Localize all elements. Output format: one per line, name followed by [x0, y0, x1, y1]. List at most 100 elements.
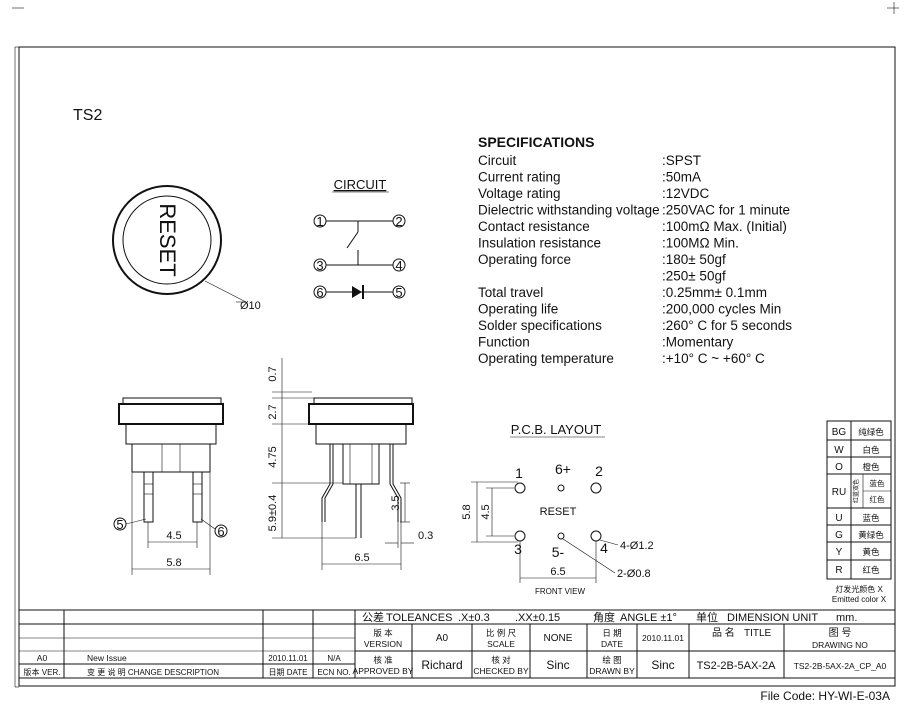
spec-heading: SPECIFICATIONS — [478, 134, 594, 150]
side-dim-v2: 2.7 — [267, 404, 279, 419]
spec-label: Solder specifications — [478, 318, 602, 333]
tol-2: .XX±0.15 — [515, 612, 560, 624]
front-view: 5 6 4.5 5.8 — [113, 397, 228, 575]
pcb-hole-large: 4-Ø1.2 — [620, 540, 654, 552]
spec-value: :100MΩ Min. — [662, 236, 739, 251]
spec-value: :250VAC for 1 minute — [662, 203, 790, 218]
color-code-y: Y — [836, 547, 843, 558]
color-name-y: 黄色 — [862, 547, 880, 557]
spec-label: Operating life — [478, 302, 558, 317]
pcb-center-text: RESET — [540, 506, 577, 518]
pcb-pin-6: 6+ — [555, 461, 571, 477]
version-cn: 版 本 — [373, 628, 393, 638]
front-pin-5: 5 — [116, 517, 123, 532]
color-name-o: 橙色 — [862, 462, 880, 472]
circuit-pin-1: 1 — [316, 214, 323, 229]
circuit-pin-4: 4 — [395, 258, 402, 273]
name-cn: 品 名 — [712, 626, 735, 639]
checked-cn: 核 对 — [491, 655, 511, 665]
pcb-dim-v-outer: 5.8 — [461, 504, 473, 519]
color-code-g: G — [835, 530, 843, 541]
angle-cn: 角度 — [593, 610, 615, 624]
pcb-view-label: FRONT VIEW — [535, 587, 586, 596]
date-value: 2010.11.01 — [642, 633, 684, 643]
angle-en: ANGLE ±1° — [620, 612, 677, 624]
spec-label: Voltage rating — [478, 186, 561, 201]
sheet-border — [18, 46, 896, 687]
date-en: DATE — [601, 639, 623, 649]
spec-value: :12VDC — [662, 186, 710, 201]
color-code-u: U — [835, 513, 842, 524]
color-name-g: 黄绿色 — [858, 530, 884, 540]
drawn-en: DRAWN BY — [589, 666, 635, 676]
pcb-dim-h: 6.5 — [550, 566, 565, 578]
spec-label: Function — [478, 335, 530, 350]
drawing-value: TS2-2B-5AX-2A_CP_A0 — [794, 661, 887, 671]
approved-en: APPROVED BY — [353, 666, 414, 676]
spec-value: :SPST — [662, 153, 701, 168]
front-dim-outer: 5.8 — [166, 557, 181, 569]
circuit-heading: CIRCUIT — [334, 177, 387, 192]
spec-label: Operating temperature — [478, 351, 614, 366]
rev-ecn-label: ECN NO. — [317, 668, 350, 677]
side-view: 0.7 2.7 4.75 5.9±0.4 3.5 0.3 6.5 — [267, 358, 433, 570]
tol-cn: 公差 — [362, 610, 384, 624]
circuit-pin-3: 3 — [316, 258, 323, 273]
color-side-ru: 红蓝双色 — [852, 479, 860, 503]
drawing-title: TS2 — [73, 107, 102, 124]
color-code-w: W — [834, 445, 844, 456]
spec-label: Circuit — [478, 153, 517, 168]
pcb-heading: P.C.B. LAYOUT — [511, 422, 602, 437]
pcb-pin-3: 3 — [514, 541, 522, 557]
color-name-bg: 纯绿色 — [858, 427, 884, 437]
color-name-ru-2: 红色 — [870, 494, 885, 504]
color-footer-en: Emitted color X — [832, 595, 887, 604]
pcb-dim-v-inner: 4.5 — [480, 504, 492, 519]
drawn-value: Sinc — [651, 658, 674, 672]
title-value: TS2-2B-5AX-2A — [697, 660, 777, 672]
drawing-en: DRAWING NO — [812, 640, 868, 650]
circuit-pin-5: 5 — [395, 285, 402, 300]
version-en: VERSION — [364, 639, 402, 649]
spec-value: :180± 50gf — [662, 252, 726, 267]
spec-label: Contact resistance — [478, 219, 590, 234]
face-diameter-label: Ø10 — [240, 300, 261, 312]
color-code-bg: BG — [832, 427, 847, 438]
color-name-ru-1: 蓝色 — [870, 478, 885, 488]
color-name-r: 红色 — [862, 565, 880, 575]
circuit-pin-6: 6 — [316, 285, 323, 300]
side-dim-h2: 0.3 — [418, 530, 433, 542]
pcb-layout: P.C.B. LAYOUT 1 6+ 2 3 5- 4 RESET 5.8 4.… — [461, 422, 654, 596]
approved-cn: 核 准 — [373, 655, 393, 665]
spec-label: Total travel — [478, 285, 543, 300]
pcb-hole-small: 2-Ø0.8 — [617, 568, 651, 580]
scale-en: SCALE — [487, 639, 515, 649]
spec-value: :250± 50gf — [662, 269, 726, 284]
date-cn: 日 期 — [602, 628, 621, 638]
color-code-ru: RU — [832, 487, 846, 498]
rev-desc: New Issue — [87, 653, 127, 663]
front-pin-6: 6 — [217, 524, 224, 539]
tol-en: TOLEANCES — [386, 612, 452, 624]
side-dim-v3: 4.75 — [267, 446, 279, 467]
drawing-cn: 图 号 — [829, 627, 852, 639]
unit-cn: 单位 — [696, 610, 718, 624]
checked-en: CHECKED BY — [473, 666, 529, 676]
scale-cn: 比 例 尺 — [486, 628, 517, 638]
version-value: A0 — [436, 633, 449, 644]
color-table: BG 纯绿色 W 白色 O 橙色 RU 红蓝双色 蓝色 红色 U 蓝色 G 黄绿… — [826, 420, 892, 604]
approved-value: Richard — [421, 658, 462, 672]
spec-value: :0.25mm± 0.1mm — [662, 285, 767, 300]
rev-desc-label: 变 更 说 明 CHANGE DESCRIPTION — [87, 667, 219, 677]
button-face-text: RESET — [155, 203, 180, 276]
file-code: File Code: HY-WI-E-03A — [760, 689, 890, 703]
front-dim-inner: 4.5 — [166, 530, 181, 542]
side-dim-v1: 0.7 — [267, 366, 279, 381]
spec-label: Insulation resistance — [478, 236, 601, 251]
spec-value: :100mΩ Max. (Initial) — [662, 219, 787, 234]
rev-date: 2010.11.01 — [268, 654, 308, 663]
rev-value: A0 — [37, 653, 48, 663]
side-dim-v4: 5.9±0.4 — [267, 495, 279, 532]
color-name-w: 白色 — [862, 445, 880, 455]
color-code-o: O — [835, 462, 843, 473]
